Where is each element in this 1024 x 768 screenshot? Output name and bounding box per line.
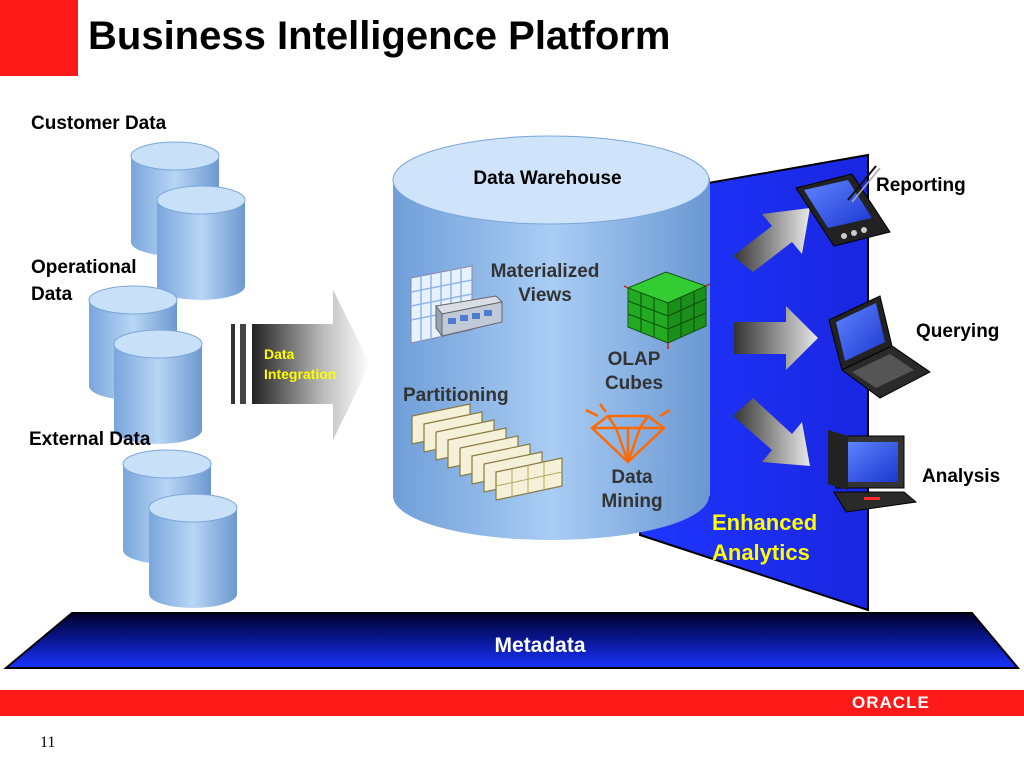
source-label-operational: Operational Data [31,257,137,305]
external-data-cylinders [122,449,238,609]
output-label-analysis: Analysis [922,466,1001,487]
materialized-views-icon [410,265,504,344]
bi-platform-diagram [3,135,1021,669]
partitioning-label: Partitioning [403,385,509,406]
output-label-reporting: Reporting [876,175,966,196]
materialized-views-label: Materialized Views [490,261,600,306]
output-arrow-reporting [733,208,810,272]
data-integration-arrow [231,290,370,440]
data-mining-label: Data Mining [601,467,663,512]
metadata-label: Metadata [494,634,586,657]
output-label-querying: Querying [916,321,1000,342]
data-warehouse-title: Data Warehouse [473,168,622,189]
data-mining-diamond-icon [585,403,671,464]
page-number: 11 [40,734,56,751]
laptop-icon [828,295,931,399]
title-accent-block [0,0,78,76]
partitioning-stack-icon [411,403,563,501]
data-integration-label: Data Integration [264,346,337,382]
footer-bar [0,690,1024,716]
oracle-logo: ORACLE [852,693,930,712]
pda-icon [795,165,891,247]
output-arrow-analysis [733,398,810,466]
desktop-computer-icon [828,430,918,513]
slide-title: Business Intelligence Platform [88,14,671,58]
enhanced-analytics-label: Enhanced Analytics [712,510,818,565]
source-label-customer: Customer Data [31,113,167,134]
olap-cubes-label: OLAP Cubes [604,349,664,394]
metadata-band [3,612,1021,669]
output-arrow-querying [734,306,818,370]
source-label-external: External Data [29,429,151,450]
olap-cube-icon [623,271,711,349]
operational-data-cylinders [88,285,203,445]
